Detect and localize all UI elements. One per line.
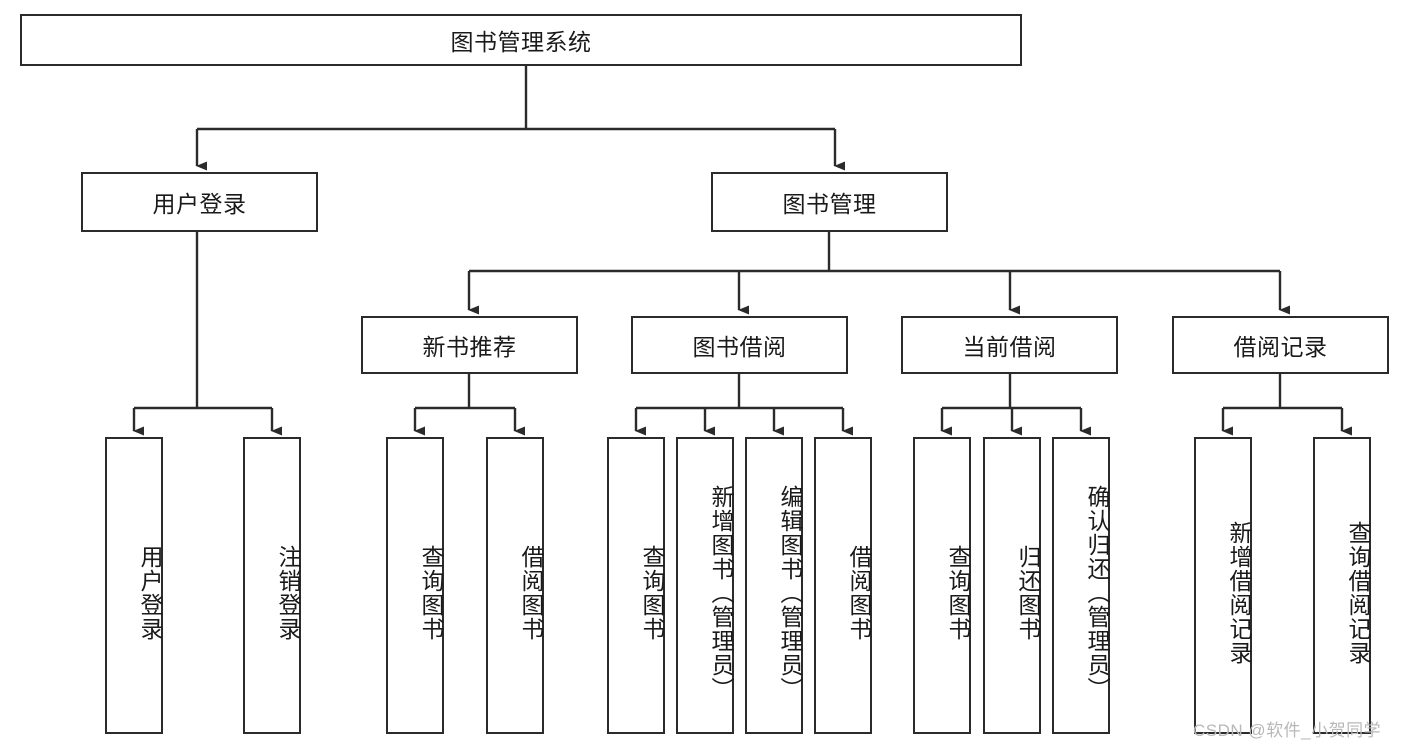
leaf-user-login[interactable]: 用户登录 bbox=[105, 437, 163, 734]
leaf-return-books[interactable]: 归还图书 bbox=[983, 437, 1041, 734]
leaf-query-borrow-record[interactable]: 查询借阅记录 bbox=[1313, 437, 1371, 734]
leaf-add-book-admin[interactable]: 新增图书（管理员） bbox=[676, 437, 734, 734]
node-user-login[interactable]: 用户登录 bbox=[81, 172, 318, 232]
leaf-confirm-return-admin[interactable]: 确认归还（管理员） bbox=[1052, 437, 1110, 734]
leaf-logout[interactable]: 注销登录 bbox=[243, 437, 301, 734]
node-root[interactable]: 图书管理系统 bbox=[20, 14, 1022, 66]
node-new-book-recommend[interactable]: 新书推荐 bbox=[361, 316, 578, 374]
leaf-add-borrow-record[interactable]: 新增借阅记录 bbox=[1194, 437, 1252, 734]
leaf-edit-book-admin[interactable]: 编辑图书（管理员） bbox=[745, 437, 803, 734]
node-current-borrow[interactable]: 当前借阅 bbox=[901, 316, 1118, 374]
leaf-query-books-current[interactable]: 查询图书 bbox=[913, 437, 971, 734]
leaf-borrow-books-new[interactable]: 借阅图书 bbox=[486, 437, 544, 734]
leaf-borrow-books[interactable]: 借阅图书 bbox=[814, 437, 872, 734]
node-book-management[interactable]: 图书管理 bbox=[711, 172, 948, 232]
leaf-query-books-new[interactable]: 查询图书 bbox=[386, 437, 444, 734]
node-book-borrow[interactable]: 图书借阅 bbox=[631, 316, 848, 374]
leaf-query-books-borrow[interactable]: 查询图书 bbox=[607, 437, 665, 734]
watermark-text: CSDN @软件_小贺同学 bbox=[1193, 721, 1382, 740]
node-borrow-records[interactable]: 借阅记录 bbox=[1172, 316, 1389, 374]
